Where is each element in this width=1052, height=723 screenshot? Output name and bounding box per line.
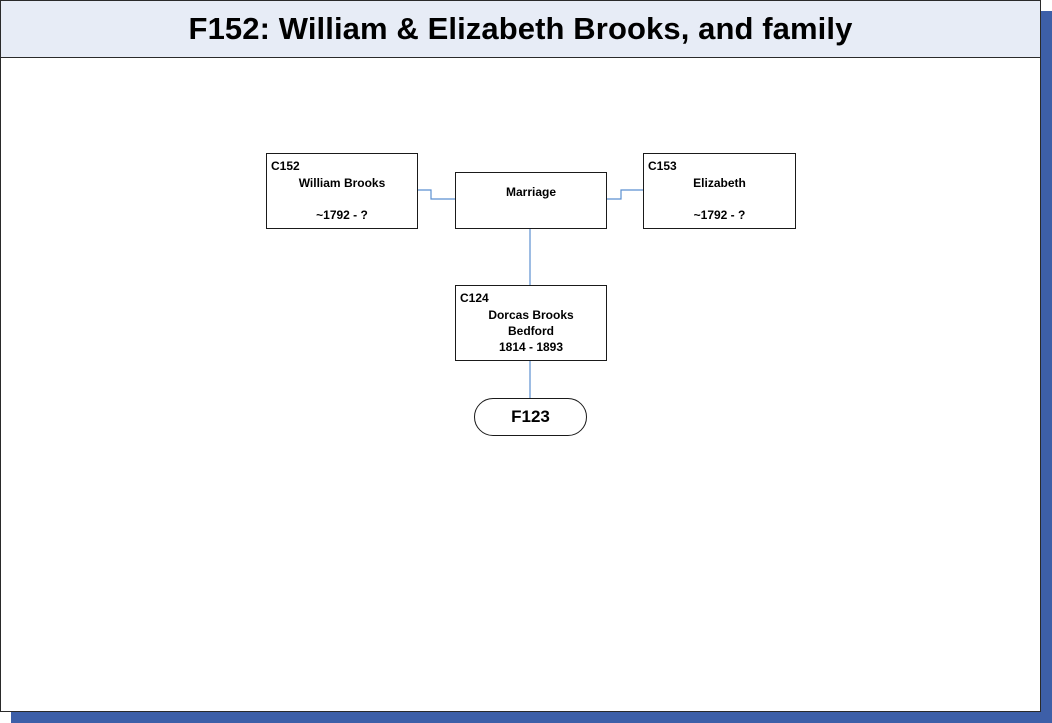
person-box-husband[interactable]: C152 William Brooks ~1792 - ? xyxy=(266,153,418,229)
marriage-box[interactable]: Marriage xyxy=(455,172,607,229)
person-dates: ~1792 - ? xyxy=(693,208,746,222)
person-dates: ~1792 - ? xyxy=(316,208,368,222)
person-name: William Brooks xyxy=(298,176,386,190)
person-id: C153 xyxy=(648,159,677,173)
person-box-child[interactable]: C124 Dorcas Brooks Bedford 1814 - 1893 xyxy=(455,285,607,361)
person-id: C124 xyxy=(460,291,489,305)
person-place: Bedford xyxy=(508,324,554,338)
connector-lines xyxy=(417,189,643,398)
person-id: C152 xyxy=(271,159,300,173)
page-title: F152: William & Elizabeth Brooks, and fa… xyxy=(188,11,853,46)
person-box-wife[interactable]: C153 Elizabeth ~1792 - ? xyxy=(643,153,796,229)
person-name: Elizabeth xyxy=(693,176,746,190)
family-link-label: F123 xyxy=(511,407,550,426)
husband-marriage-connector xyxy=(417,189,455,200)
person-dates: 1814 - 1893 xyxy=(498,340,564,354)
family-link-f123[interactable]: F123 xyxy=(474,398,587,436)
title-bar: F152: William & Elizabeth Brooks, and fa… xyxy=(1,1,1040,58)
person-name: Dorcas Brooks xyxy=(488,308,574,322)
wife-marriage-connector xyxy=(606,189,643,200)
diagram-page: F152: William & Elizabeth Brooks, and fa… xyxy=(0,0,1041,712)
marriage-label: Marriage xyxy=(505,185,557,199)
